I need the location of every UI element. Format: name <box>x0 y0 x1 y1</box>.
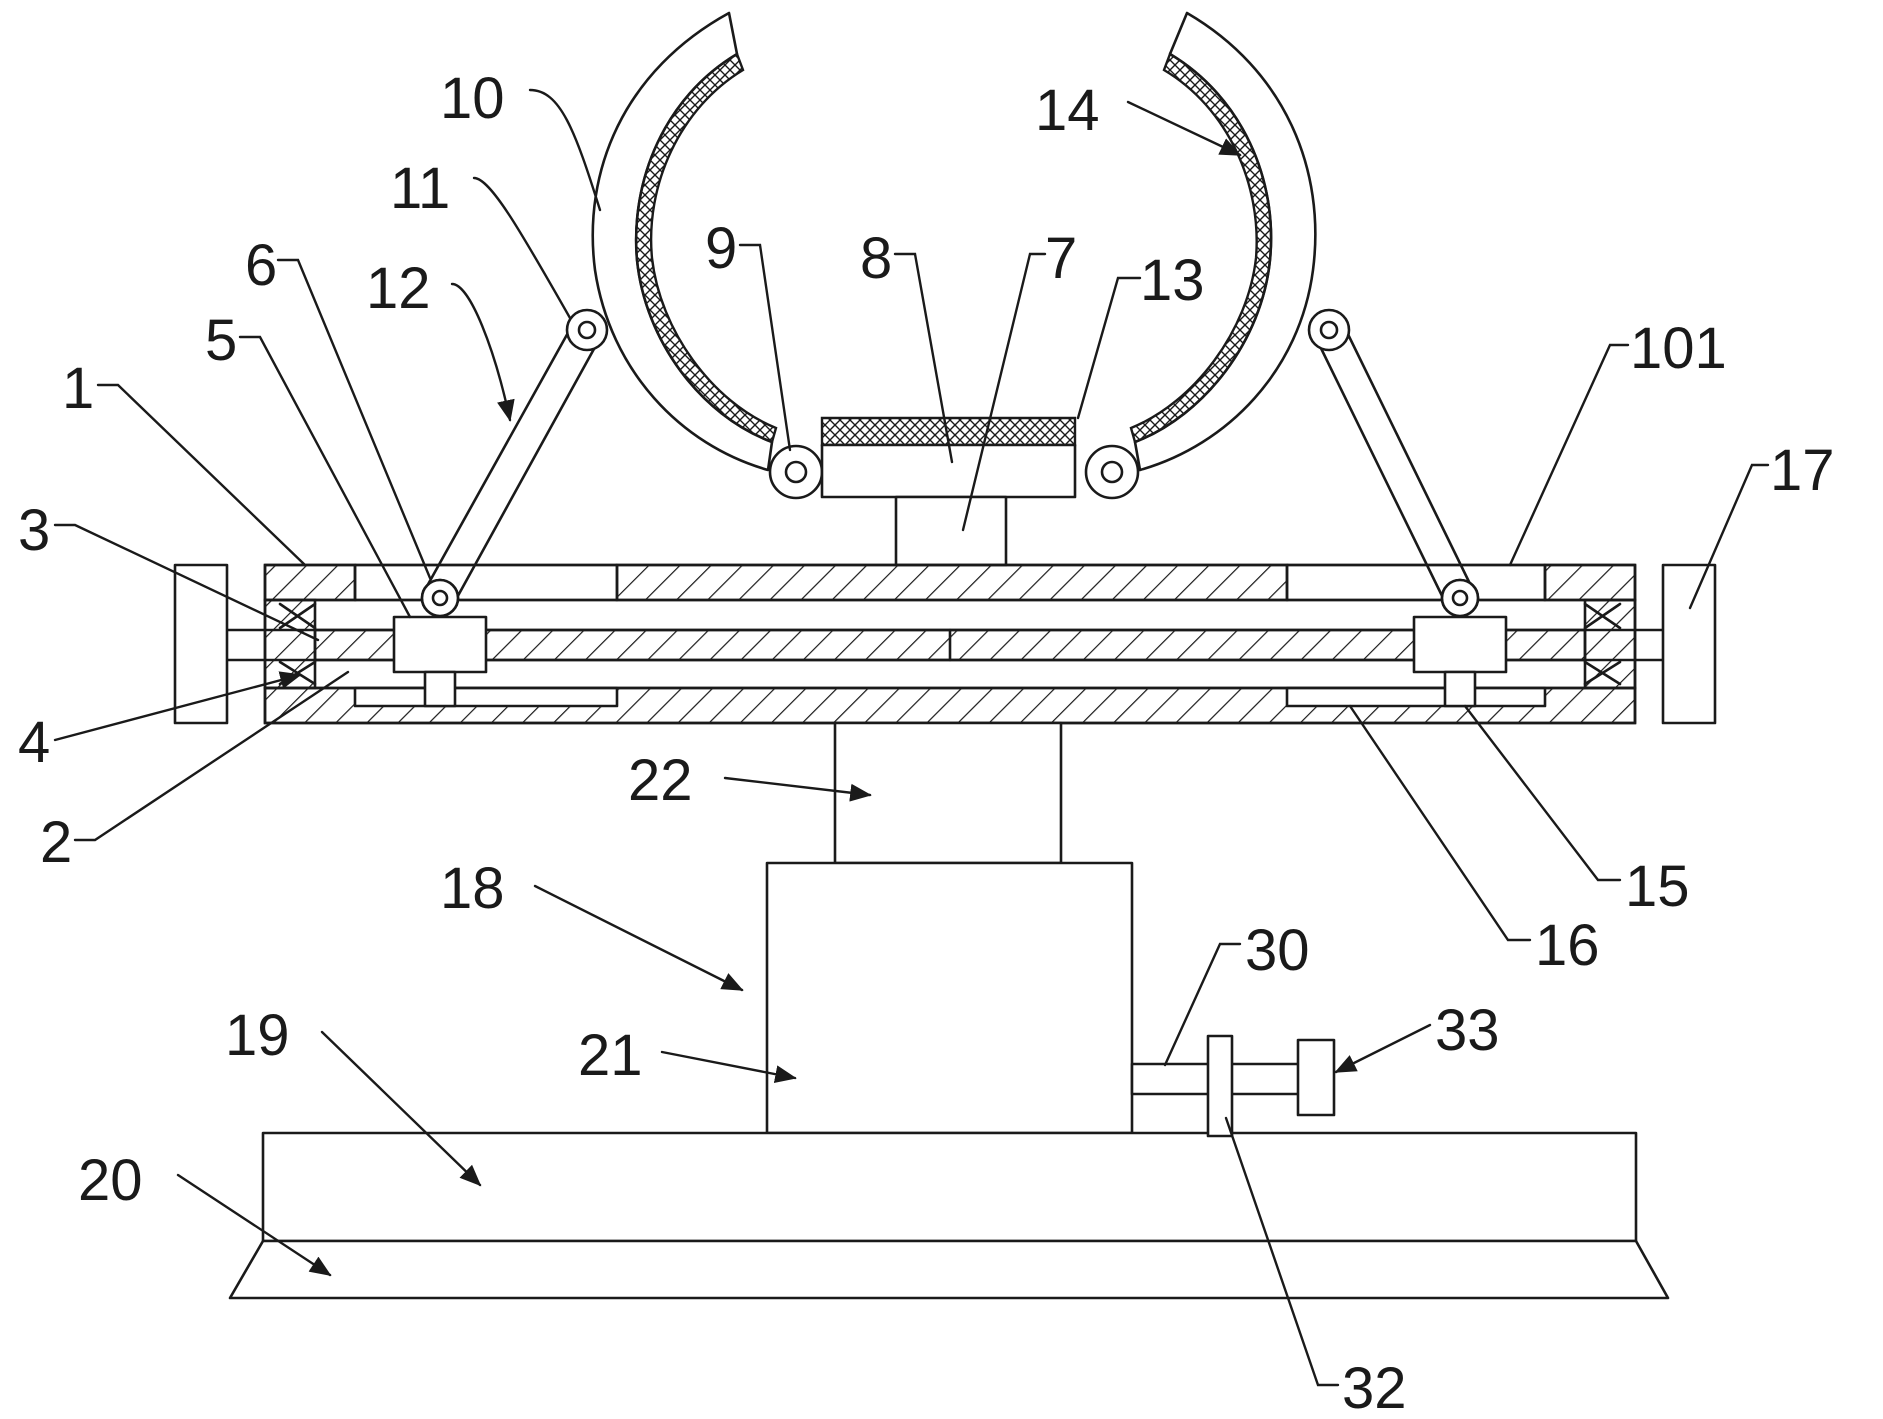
label-7: 7 <box>1045 226 1077 291</box>
label-6: 6 <box>245 233 277 298</box>
label-12: 12 <box>366 256 431 321</box>
label-8: 8 <box>860 226 892 291</box>
label-9: 9 <box>705 216 737 281</box>
left-slider <box>392 615 488 708</box>
label-17: 17 <box>1770 438 1835 503</box>
foot <box>228 1239 1670 1300</box>
label-2: 2 <box>40 810 72 875</box>
label-20: 20 <box>78 1148 143 1213</box>
label-3: 3 <box>18 498 50 563</box>
label-19: 19 <box>225 1003 290 1068</box>
callouts: 10 14 11 12 6 5 9 8 7 13 1 101 1 <box>18 66 1835 1419</box>
label-32: 32 <box>1342 1356 1407 1419</box>
crank-assembly <box>1130 1034 1336 1138</box>
label-5: 5 <box>205 308 237 373</box>
right-slider <box>1412 615 1508 708</box>
column <box>833 721 1063 865</box>
left-hinge-roller <box>768 444 824 500</box>
right-bearing <box>1583 602 1622 686</box>
right-hinge-roller <box>1084 444 1140 500</box>
housing <box>263 563 1637 725</box>
label-18: 18 <box>440 856 505 921</box>
left-end-knob <box>173 563 229 725</box>
support-post <box>894 495 1008 567</box>
label-4: 4 <box>18 710 50 775</box>
label-10: 10 <box>440 66 505 131</box>
label-101: 101 <box>1630 316 1727 381</box>
left-link <box>420 308 609 618</box>
label-21: 21 <box>578 1023 643 1088</box>
label-30: 30 <box>1245 918 1310 983</box>
label-33: 33 <box>1435 998 1500 1063</box>
base-plate <box>261 1131 1638 1243</box>
label-1: 1 <box>62 356 94 421</box>
support-block <box>820 443 1077 499</box>
label-13: 13 <box>1140 248 1205 313</box>
label-11: 11 <box>390 156 450 221</box>
right-clamp-arm <box>1129 11 1317 472</box>
lift-box <box>765 861 1134 1135</box>
right-link <box>1307 308 1480 618</box>
right-end-knob <box>1661 563 1717 725</box>
label-16: 16 <box>1535 913 1600 978</box>
label-22: 22 <box>628 748 693 813</box>
label-15: 15 <box>1625 854 1690 919</box>
left-clamp-arm <box>591 11 778 472</box>
label-14: 14 <box>1035 78 1100 143</box>
